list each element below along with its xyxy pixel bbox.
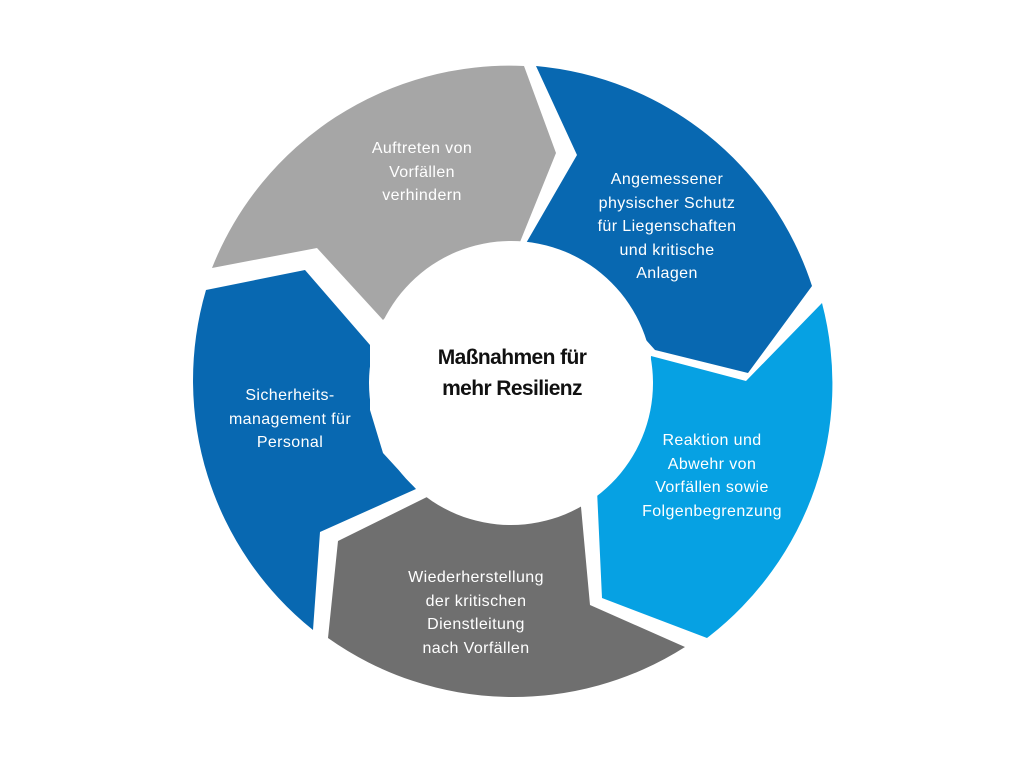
segment-response-defense: [597, 303, 833, 638]
center-title: Maßnahmen für mehr Resilienz: [437, 346, 587, 400]
segment-label-recovery: Wiederherstellung der kritischen Dienstl…: [408, 569, 544, 657]
segment-label-physical-protection: Angemessener physischer Schutz für Liege…: [597, 171, 737, 282]
center-circle: [369, 241, 653, 525]
segment-recovery: [328, 495, 685, 698]
segment-label-response-defense: Reaktion und Abwehr von Vorfällen sowie …: [642, 432, 782, 520]
segment-personnel-security: [193, 270, 416, 630]
segment-label-prevent-incidents: Auftreten von Vorfällen verhindern: [371, 140, 473, 204]
segment-physical-protection: [525, 66, 812, 373]
segment-label-personnel-security: Sicherheits- management für Personal: [228, 387, 352, 451]
segment-prevent-incidents: [212, 65, 556, 321]
